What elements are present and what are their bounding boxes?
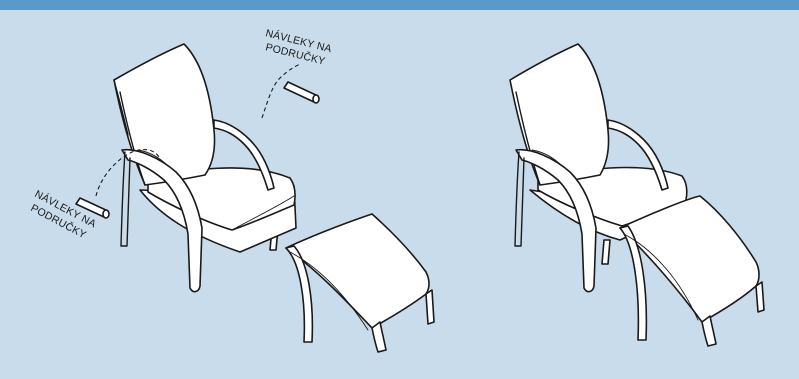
callout-top-right: NÁVLEKY NA PODRUČKY [264, 26, 333, 67]
armrest-sleeve-top [284, 82, 319, 103]
ottoman-right [620, 196, 764, 346]
callout-left: NÁVLEKY NA PODRUČKY [29, 187, 99, 241]
ottoman-left [286, 214, 434, 352]
armchair-left [114, 44, 296, 292]
